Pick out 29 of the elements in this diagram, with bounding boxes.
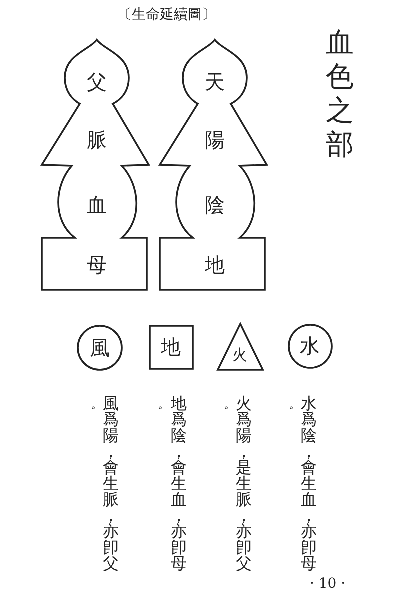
page-number: · 10 · bbox=[310, 576, 346, 592]
circle-mark: 。 bbox=[224, 398, 236, 410]
circle-mark: 。 bbox=[91, 398, 103, 410]
gourd-character: 母 bbox=[86, 254, 108, 276]
gourd-shape bbox=[158, 38, 269, 292]
vertical-text: 水爲陰，會生血，亦卽母 bbox=[301, 396, 317, 572]
gourd-character: 父 bbox=[86, 71, 108, 93]
square-symbol bbox=[149, 325, 194, 370]
circle-mark: 。 bbox=[289, 398, 301, 410]
gourd-character: 陰 bbox=[204, 194, 226, 216]
figure-caption: 〔生命延續圖〕 bbox=[118, 6, 216, 24]
symbol-character: 水 bbox=[299, 335, 321, 357]
symbol-character: 火 bbox=[232, 345, 248, 366]
gourd-shape bbox=[40, 38, 151, 292]
section-heading: 血色之部 bbox=[326, 26, 354, 162]
symbol-character: 地 bbox=[160, 336, 182, 358]
triangle-symbol bbox=[217, 323, 264, 371]
vertical-text: 火爲陽，是生脈，亦卽父 bbox=[236, 396, 252, 572]
circle-mark: 。 bbox=[158, 398, 170, 410]
symbol-character: 風 bbox=[89, 337, 111, 359]
gourd-character: 天 bbox=[204, 71, 226, 93]
gourd-character: 脈 bbox=[86, 129, 108, 151]
vertical-text: 地爲陰，會生血，亦卽母 bbox=[171, 396, 187, 572]
gourd-character: 血 bbox=[86, 194, 108, 216]
gourd-character: 陽 bbox=[204, 129, 226, 151]
circle-symbol bbox=[77, 325, 123, 371]
circle-symbol bbox=[288, 324, 333, 369]
vertical-text: 風爲陽，會生脈，亦卽父 bbox=[103, 396, 119, 572]
gourd-character: 地 bbox=[204, 254, 226, 276]
